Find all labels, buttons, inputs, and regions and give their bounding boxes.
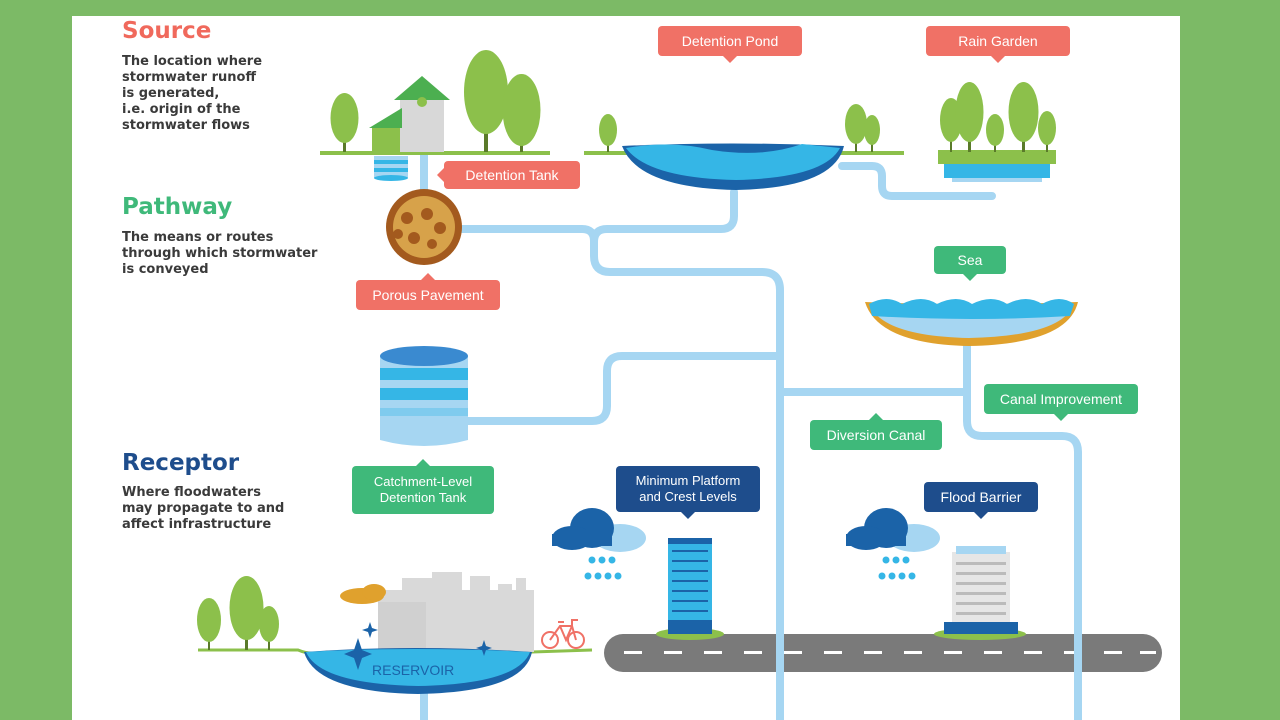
min-platform-label-line: and Crest Levels [639,489,737,504]
source-desc-line: stormwater runoff [122,70,256,85]
sun-cloud-icon [340,584,386,604]
catchment-label-line: Detention Tank [379,490,467,505]
detention-tank-label-text: Detention Tank [465,167,559,183]
detention-tank-label: Detention Tank [437,161,580,189]
source-desc-line: The location where [122,54,263,69]
pathway-desc-line: The means or routes [122,230,274,245]
reservoir-icon [304,622,532,694]
detention-pond-icon [622,143,844,190]
detention-pond-label: Detention Pond [658,26,802,63]
receptor-description: Where floodwaters may propagate to and a… [122,485,284,533]
sea-label: Sea [934,246,1006,281]
min-platform-label: Minimum Platform and Crest Levels [616,466,760,519]
ground-line-source [320,151,550,155]
canal-improvement-label-text: Canal Improvement [999,391,1123,407]
raised-building-icon [656,538,724,640]
rain-garden-icon [938,82,1056,182]
rain-cloud-icon-right [846,508,940,580]
catchment-tank-label: Catchment-Level Detention Tank [352,459,494,514]
sea-icon [865,299,1078,346]
porous-pavement-label: Porous Pavement [356,273,500,310]
rain-garden-label: Rain Garden [926,26,1070,63]
barrier-building-icon [934,546,1026,640]
source-description: The location where stormwater runoff is … [122,54,262,134]
pipe-network [420,147,1082,720]
house-icon [369,76,450,152]
city-skyline-icon [378,572,534,652]
pathway-desc-line: through which stormwater [122,246,318,261]
road-icon [604,634,1162,672]
pathway-desc-line: is conveyed [122,262,209,277]
detention-pond-label-text: Detention Pond [681,33,779,49]
flood-barrier-label: Flood Barrier [924,482,1038,519]
rain-cloud-icon-left [552,508,646,580]
pond-trees [599,104,880,152]
pathway-title: Pathway [122,194,233,220]
reservoir-trees [197,576,279,650]
tree-cluster-source [330,50,541,152]
receptor-title: Receptor [122,450,240,476]
receptor-desc-line: affect infrastructure [122,517,272,532]
canal-improvement-label: Canal Improvement [984,384,1138,421]
source-desc-line: i.e. origin of the [122,102,241,117]
bicycle-icon [541,619,585,649]
stormwater-diagram-artwork [197,50,1162,720]
rain-garden-label-text: Rain Garden [958,33,1038,49]
diversion-canal-label: Diversion Canal [810,413,942,450]
source-desc-line: stormwater flows [122,118,250,133]
source-title: Source [122,18,212,44]
receptor-desc-line: may propagate to and [122,501,285,516]
reservoir-label: RESERVOIR [372,662,455,678]
pathway-description: The means or routes through which stormw… [122,230,317,278]
diversion-canal-label-text: Diversion Canal [826,427,926,443]
detention-tank-icon [374,156,408,181]
min-platform-label-line: Minimum Platform [635,473,741,488]
sea-label-text: Sea [957,252,983,268]
catchment-tank-icon [380,346,468,446]
flood-barrier-label-text: Flood Barrier [940,489,1022,505]
catchment-label-line: Catchment-Level [373,474,473,489]
receptor-desc-line: Where floodwaters [122,485,261,500]
infographic-canvas: Source The location where stormwater run… [72,16,1180,720]
source-desc-line: is generated, [122,86,220,101]
porous-pavement-label-text: Porous Pavement [372,287,484,303]
porous-pavement-icon [386,189,462,265]
